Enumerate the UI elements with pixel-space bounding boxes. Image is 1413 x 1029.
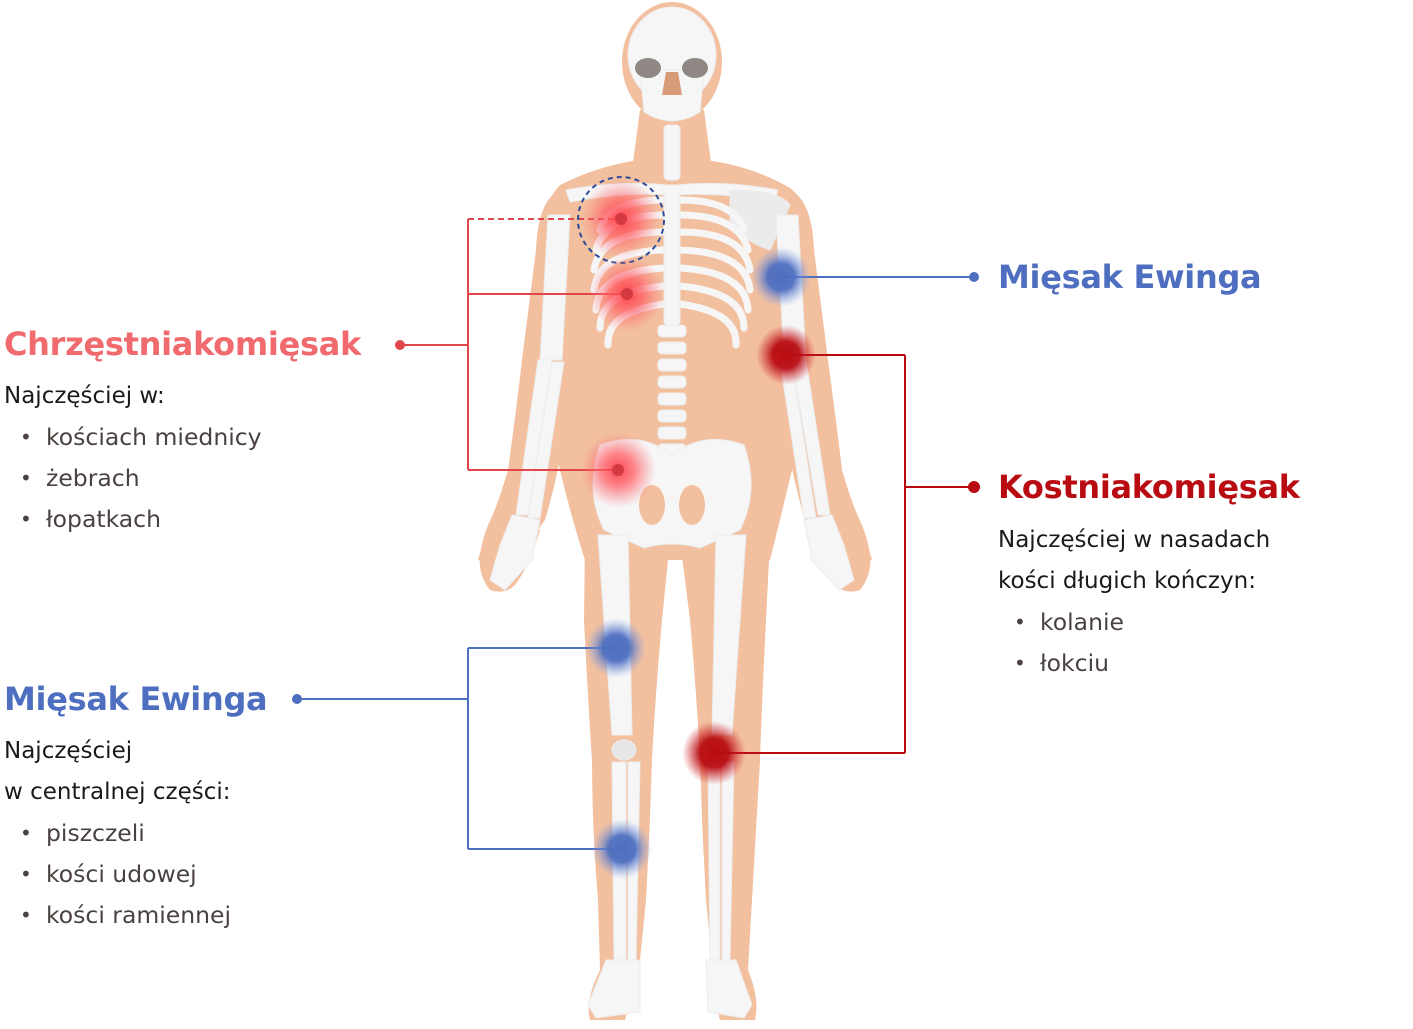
ewing-right-title: Mięsak Ewinga [998,258,1262,296]
bullet-icon: • [20,821,32,845]
chondrosarcoma-location-list: •kościach miednicy •żebrach •łopatkach [4,417,361,540]
osteosarcoma-title: Kostniakomięsak [998,468,1300,506]
osteosarcoma-intro-line2: kości długich kończyn: [998,568,1256,594]
list-item: •kościach miednicy [4,417,361,458]
tumor-markers [580,179,816,879]
osteosarcoma-location-list: •kolanie •łokciu [998,602,1300,684]
chondrosarcoma-title: Chrzęstniakomięsak [4,325,362,363]
ewing-left-connectors [297,647,622,850]
list-item: •łopatkach [4,499,361,540]
ewing-right-connector-dot [969,272,979,282]
list-item: •kości udowej [4,854,267,895]
osteosarcoma-intro-line1: Najczęściej w nasadach [998,527,1271,553]
marker-elbow [756,325,816,385]
bullet-icon: • [20,507,32,531]
bullet-icon: • [20,862,32,886]
list-item: •kolanie [998,602,1300,643]
ewing-left-label-block: Mięsak Ewinga Najczęściej w centralnej c… [4,679,268,936]
ewing-left-location-list: •piszczeli •kości udowej •kości ramienne… [4,813,267,936]
ewing-right-label-block: Mięsak Ewinga [998,257,1262,297]
marker-knee [682,721,746,785]
ewing-left-intro-line1: Najczęściej [4,738,133,764]
chondrosarcoma-connector-dot [395,340,405,350]
ewing-left-intro-line2: w centralnej części: [4,779,231,805]
bullet-icon: • [20,466,32,490]
list-item: •kości ramiennej [4,895,267,936]
list-item: •żebrach [4,458,361,499]
list-item: •łokciu [998,643,1300,684]
bullet-icon: • [20,425,32,449]
ewing-left-title: Mięsak Ewinga [4,680,268,718]
ewing-left-connector-dot [292,694,302,704]
chondrosarcoma-label-block: Chrzęstniakomięsak Najczęściej w: •kości… [4,324,361,540]
marker-tibia [592,819,652,879]
list-item: •piszczeli [4,813,267,854]
osteosarcoma-connector-dot [968,481,980,493]
bullet-icon: • [20,903,32,927]
marker-humerus [751,247,811,307]
osteosarcoma-label-block: Kostniakomięsak Najczęściej w nasadach k… [998,467,1300,684]
bullet-icon: • [1014,651,1026,675]
chondrosarcoma-intro: Najczęściej w: [4,383,165,409]
marker-femur [586,618,646,678]
bullet-icon: • [1014,610,1026,634]
